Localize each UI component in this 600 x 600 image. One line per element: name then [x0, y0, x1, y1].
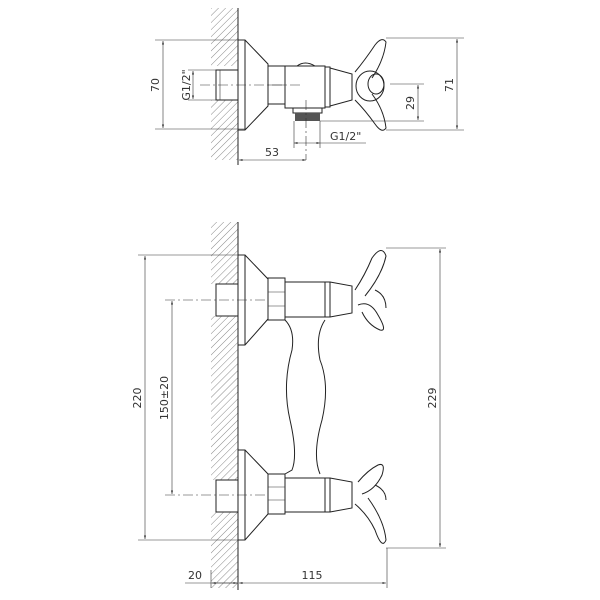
valve-body: [267, 62, 353, 121]
dimension-150: 150±20: [158, 301, 174, 494]
dimension-115: 115: [239, 548, 388, 588]
dimension-outlet-thread: G1/2": [293, 121, 366, 148]
dim-label-220: 220: [131, 388, 144, 409]
dimension-71: 71: [386, 37, 464, 131]
dimension-229: 229: [386, 247, 446, 549]
dim-label-inlet-thread: G1/2": [180, 69, 193, 100]
cross-handle: [354, 39, 387, 131]
front-view: 220 150±20 229 20 115: [131, 222, 446, 590]
dim-label-150: 150±20: [158, 376, 171, 420]
dimension-53: 53: [239, 146, 306, 162]
side-view: 70 G1/2" 71 29 G1/2" 5: [149, 8, 464, 165]
dimension-220: 220: [131, 254, 245, 541]
lower-inlet-assembly: [215, 449, 387, 544]
outlet-thread: [295, 113, 320, 121]
dim-label-71: 71: [443, 78, 456, 92]
dim-label-115: 115: [302, 569, 323, 582]
wall-section: [211, 8, 239, 165]
dim-label-29: 29: [404, 96, 417, 110]
dimension-29: 29: [320, 83, 424, 122]
dim-label-outlet-thread: G1/2": [330, 130, 361, 143]
wall-section: [211, 222, 239, 590]
connecting-pipe: [284, 319, 326, 475]
dim-label-20: 20: [188, 569, 202, 582]
upper-inlet-assembly: [215, 250, 387, 346]
dim-label-70: 70: [149, 78, 162, 92]
dimension-70: 70: [149, 39, 245, 130]
dim-label-53: 53: [265, 146, 279, 159]
dimension-20: 20: [185, 569, 238, 588]
dimension-inlet-thread: G1/2": [180, 69, 216, 101]
dim-label-229: 229: [426, 388, 439, 409]
